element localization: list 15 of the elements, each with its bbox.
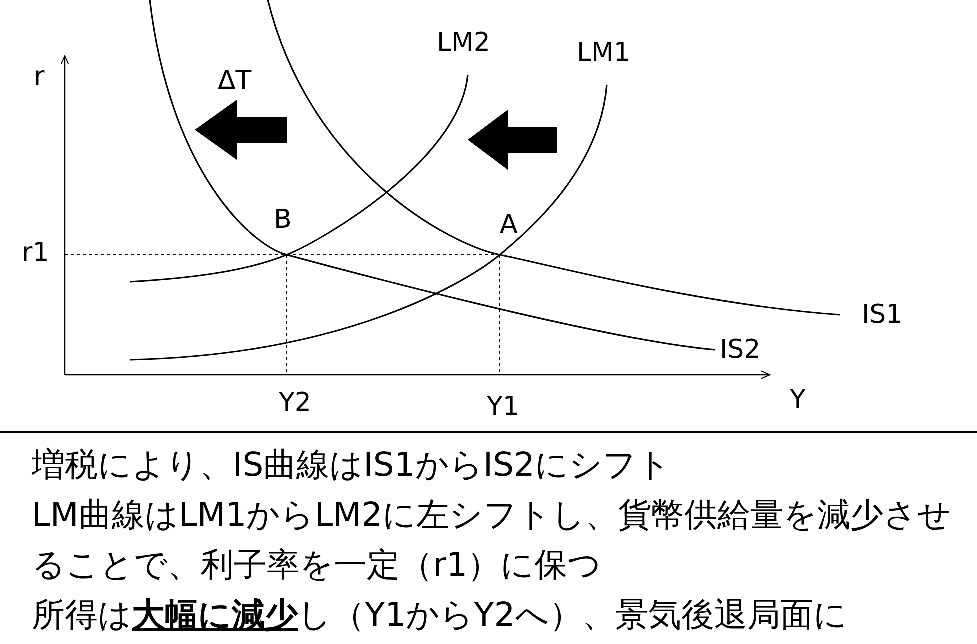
axis-tick-label: r1 xyxy=(22,238,50,268)
curve-label: IS2 xyxy=(720,335,761,365)
point-label: B xyxy=(274,205,292,235)
explanation-text: LM曲線はLM1からLM2に左シフトし、貨幣供給量を減少させることで、利子率を一定（r1）に保つ xyxy=(32,494,953,586)
curve-label: LM2 xyxy=(437,28,490,58)
axis-label: r xyxy=(34,62,45,92)
explanation-text: 増税により、IS曲線はIS1からIS2にシフト xyxy=(32,444,672,486)
curve-label: LM1 xyxy=(577,38,630,68)
shift-label: ΔT xyxy=(218,66,252,96)
point-label: A xyxy=(500,210,518,240)
axis-label: Y xyxy=(790,385,806,415)
explanation-text: 所得は大幅に減少し（Y1からY2へ）、景気後退局面に xyxy=(32,594,848,636)
curve-label: IS1 xyxy=(862,300,903,330)
axis-tick-label: Y1 xyxy=(487,392,520,422)
axis-tick-label: Y2 xyxy=(279,388,312,418)
